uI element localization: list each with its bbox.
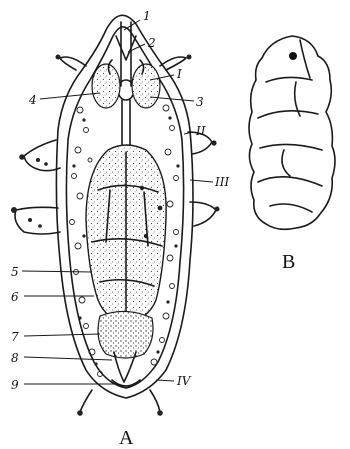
label-1: 1 bbox=[143, 9, 151, 23]
caption-a: A bbox=[119, 427, 134, 449]
label-9: 9 bbox=[11, 378, 19, 392]
leg-pair-1 bbox=[56, 55, 192, 71]
caption-b: B bbox=[282, 251, 295, 273]
figure-a-animal bbox=[11, 15, 220, 415]
leg-pair-4 bbox=[77, 390, 163, 416]
label-7: 7 bbox=[11, 330, 19, 344]
label-3: 3 bbox=[196, 95, 204, 109]
salivary-glands bbox=[92, 60, 160, 108]
ovary bbox=[98, 311, 153, 358]
label-2: 2 bbox=[147, 36, 156, 50]
label-8: 8 bbox=[11, 351, 19, 365]
figure-b-tun bbox=[249, 36, 335, 229]
label-4: 4 bbox=[28, 93, 37, 107]
label-roman-iv: IV bbox=[176, 374, 192, 388]
label-6: 6 bbox=[11, 290, 19, 304]
label-roman-i: I bbox=[176, 67, 182, 81]
label-5: 5 bbox=[11, 265, 19, 279]
label-roman-iii: III bbox=[214, 175, 229, 189]
label-roman-ii: II bbox=[195, 124, 206, 138]
